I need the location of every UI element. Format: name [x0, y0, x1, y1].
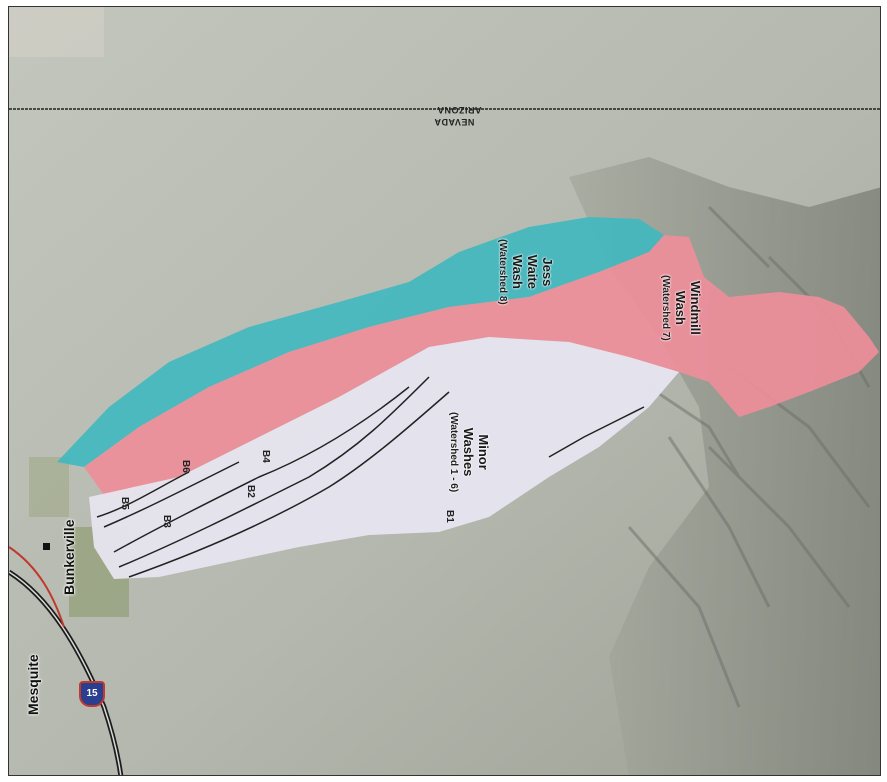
label-minor-line1: Minor — [476, 434, 491, 470]
state-label-arizona: ARIZONA — [437, 105, 482, 115]
map-frame: NEVADA ARIZONA Jess Waite Wash (Watershe… — [8, 6, 881, 776]
label-b4: B4 — [260, 450, 271, 463]
label-windmill-line1: Windmill — [688, 280, 703, 335]
state-label-nevada: NEVADA — [434, 117, 475, 127]
map-canvas[interactable] — [9, 7, 881, 776]
label-jess-waite-line3: Wash — [510, 254, 525, 289]
town-label-mesquite: Mesquite — [25, 654, 41, 715]
label-b6: B6 — [180, 460, 191, 473]
label-b2: B2 — [245, 485, 256, 498]
label-jess-waite-sub: (Watershed 8) — [497, 239, 508, 305]
label-windmill-line2: Wash — [673, 290, 688, 325]
label-b5: B5 — [119, 497, 130, 510]
label-b1: B1 — [444, 510, 455, 523]
label-windmill-sub: (Watershed 7) — [660, 275, 671, 341]
label-minor-sub: (Watershed 1 - 6) — [448, 412, 459, 493]
watershed-jess-waite[interactable] — [57, 217, 664, 467]
drainage-lines — [96, 376, 645, 578]
local-road — [9, 546, 65, 628]
watershed-minor[interactable] — [89, 337, 679, 579]
label-jess-waite-line1: Jess — [540, 257, 555, 287]
town-area — [9, 7, 104, 57]
highway-shield[interactable]: 15 — [79, 681, 105, 707]
farm-fields-2 — [29, 457, 69, 517]
label-minor: Minor Washes (Watershed 1 - 6) — [446, 412, 491, 492]
watershed-windmill[interactable] — [84, 235, 879, 502]
town-marker-bunkerville — [43, 543, 50, 550]
town-label-bunkerville: Bunkerville — [61, 519, 77, 595]
mountain-ridges — [627, 205, 871, 708]
highway-shield-number: 15 — [86, 688, 98, 699]
label-windmill: Windmill Wash (Watershed 7) — [658, 275, 703, 341]
label-minor-line2: Washes — [461, 427, 476, 477]
label-b3: B3 — [161, 515, 172, 528]
label-jess-waite-line2: Waite — [525, 254, 540, 289]
label-jess-waite: Jess Waite Wash (Watershed 8) — [495, 239, 555, 305]
